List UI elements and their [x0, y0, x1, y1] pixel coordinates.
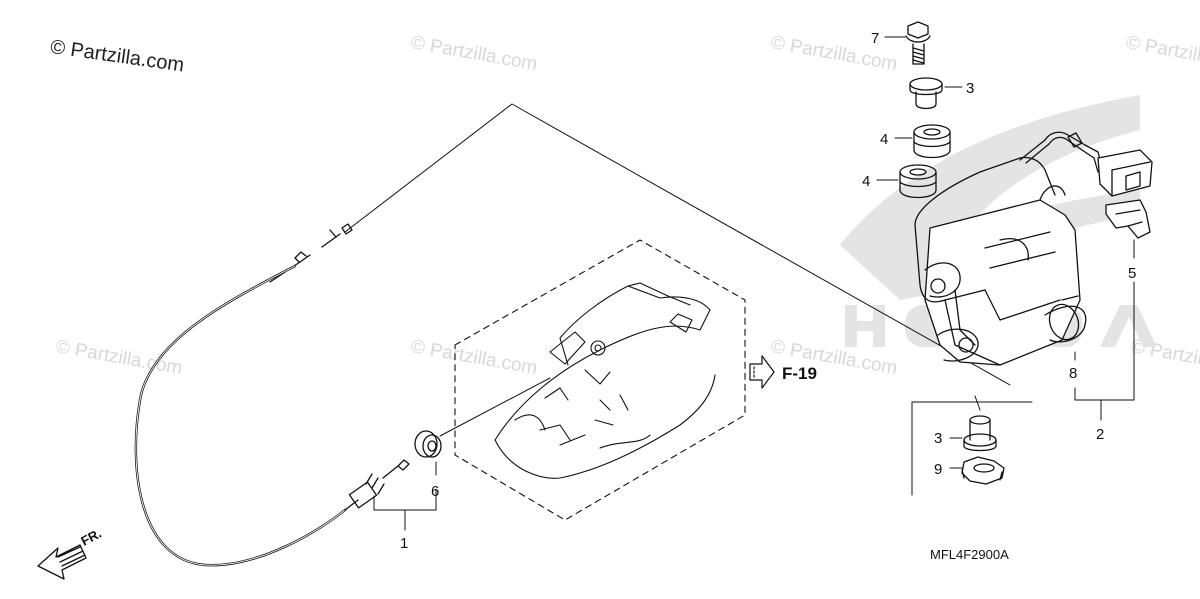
callout-8: 8 — [1069, 365, 1077, 382]
clip-part-5 — [1105, 199, 1151, 239]
leader-line — [344, 103, 1011, 386]
watermark: © Partzilla.com — [1129, 336, 1200, 379]
callout-3-lower: 3 — [934, 430, 942, 447]
callout-2: 2 — [1096, 426, 1104, 443]
nut-part-6 — [414, 430, 442, 458]
collar-part-3-lower — [963, 415, 997, 452]
reference-f19: F-19 — [782, 364, 817, 383]
callout-4-upper: 4 — [880, 131, 888, 148]
callout-1: 1 — [400, 535, 408, 552]
callout-labels: 1 6 7 3 4 4 5 8 2 3 9 F-19 FR. MFL4F2900… — [78, 30, 1136, 562]
watermark: © Partzilla.com — [409, 32, 539, 75]
bolt-part-7 — [905, 21, 931, 65]
grommet-part-4-upper — [913, 124, 951, 159]
watermark: © Partzilla.com — [409, 336, 539, 379]
f19-arrow — [749, 355, 775, 389]
diagram-code: MFL4F2900A — [930, 547, 1009, 562]
front-label: FR. — [78, 526, 104, 549]
watermark: © Partzilla.com — [769, 32, 899, 75]
callout-9: 9 — [934, 461, 942, 478]
callout-5: 5 — [1128, 265, 1136, 282]
throttle-cable — [134, 264, 347, 567]
cable-adjuster — [344, 459, 410, 511]
front-arrow — [37, 544, 87, 580]
throttle-body — [494, 282, 716, 479]
callout-4-lower: 4 — [862, 173, 870, 190]
callout-7: 7 — [871, 30, 879, 47]
watermark: © Partzilla.com — [1124, 32, 1200, 75]
line-art — [37, 21, 1153, 580]
actuator-assembly — [914, 131, 1153, 366]
grommet-part-4-lower — [899, 164, 937, 199]
throttle-body-area — [454, 239, 746, 521]
watermark: © Partzilla.com — [54, 336, 184, 379]
callout-3-top: 3 — [966, 80, 974, 97]
collar-part-3-top — [909, 77, 943, 110]
nut-part-9 — [961, 456, 1005, 485]
callout-6: 6 — [431, 483, 439, 500]
